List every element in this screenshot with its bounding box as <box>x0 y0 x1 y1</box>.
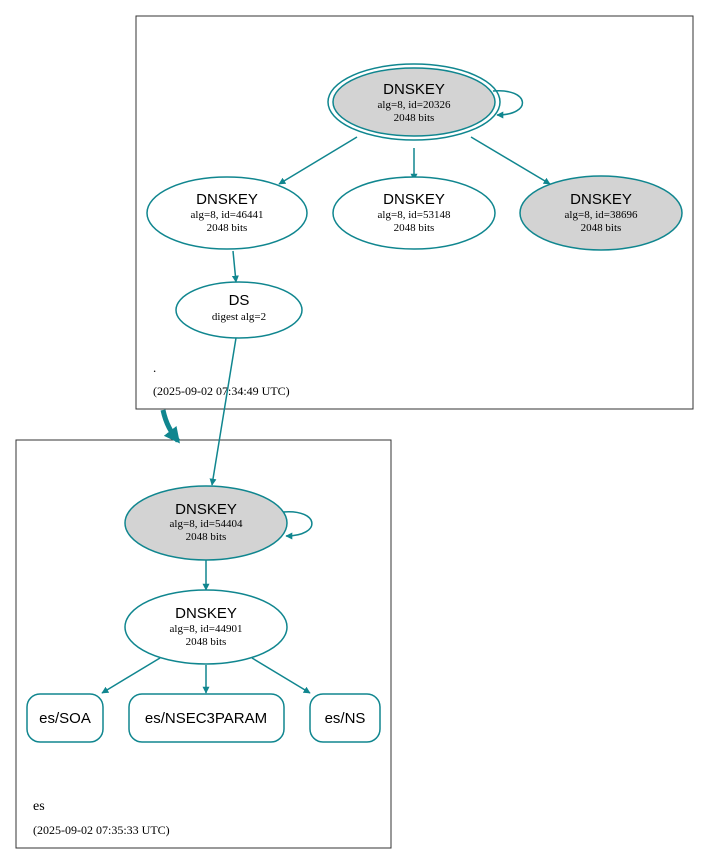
node-key-size: 2048 bits <box>394 112 435 124</box>
node-key-info: alg=8, id=38696 <box>565 209 638 221</box>
node-title: DNSKEY <box>175 501 237 518</box>
node-key-size: 2048 bits <box>581 222 622 234</box>
edge-20326-to-38696 <box>470 136 551 185</box>
node-title: DNSKEY <box>196 191 258 208</box>
node-key-size: 2048 bits <box>207 222 248 234</box>
node-key-info: alg=8, id=53148 <box>378 209 451 221</box>
node-title: DNSKEY <box>383 191 445 208</box>
node-label: es/NS <box>325 710 366 727</box>
edge-ds-to-54404 <box>209 337 237 486</box>
node-title: DS <box>229 292 250 309</box>
delegation-arrow <box>160 409 180 444</box>
node-ds: DS digest alg=2 <box>175 281 303 339</box>
zone-es-box <box>15 439 392 849</box>
node-key-size: 2048 bits <box>186 531 227 543</box>
edge-self-signed-54404 <box>282 511 313 540</box>
node-key-info: alg=8, id=54404 <box>170 518 243 530</box>
node-digest-info: digest alg=2 <box>212 311 266 323</box>
node-dnskey-20326: DNSKEY alg=8, id=20326 2048 bits <box>327 63 501 141</box>
node-dnskey-53148: DNSKEY alg=8, id=53148 2048 bits <box>332 176 496 250</box>
node-dnskey-54404: DNSKEY alg=8, id=54404 2048 bits <box>124 485 288 561</box>
node-key-size: 2048 bits <box>186 636 227 648</box>
node-rrset-es-nsec3param: es/NSEC3PARAM <box>128 693 285 743</box>
node-title: DNSKEY <box>570 191 632 208</box>
zone-es-timestamp: (2025-09-02 07:35:33 UTC) <box>33 823 170 837</box>
node-dnskey-38696: DNSKEY alg=8, id=38696 2048 bits <box>519 175 683 251</box>
zone-root-timestamp: (2025-09-02 07:34:49 UTC) <box>153 384 290 398</box>
node-key-size: 2048 bits <box>394 222 435 234</box>
node-key-info: alg=8, id=20326 <box>378 99 451 111</box>
edge-44901-to-ns <box>251 657 311 694</box>
node-key-info: alg=8, id=44901 <box>170 623 243 635</box>
zone-es-name: es <box>33 799 45 814</box>
node-title: DNSKEY <box>175 605 237 622</box>
edge-46441-to-ds <box>231 250 239 283</box>
node-rrset-es-soa: es/SOA <box>26 693 104 743</box>
node-rrset-es-ns: es/NS <box>309 693 381 743</box>
node-dnskey-46441: DNSKEY alg=8, id=46441 2048 bits <box>146 176 308 250</box>
node-label: es/NSEC3PARAM <box>145 710 267 727</box>
zone-root-name: . <box>153 360 156 375</box>
zone-root-box <box>135 15 694 410</box>
edge-20326-to-46441 <box>278 136 358 185</box>
edge-44901-to-soa <box>101 657 161 694</box>
node-label: es/SOA <box>39 710 91 727</box>
node-title: DNSKEY <box>383 81 445 98</box>
node-key-info: alg=8, id=46441 <box>191 209 264 221</box>
edge-self-signed-20326 <box>492 90 524 119</box>
node-dnskey-44901: DNSKEY alg=8, id=44901 2048 bits <box>124 589 288 665</box>
